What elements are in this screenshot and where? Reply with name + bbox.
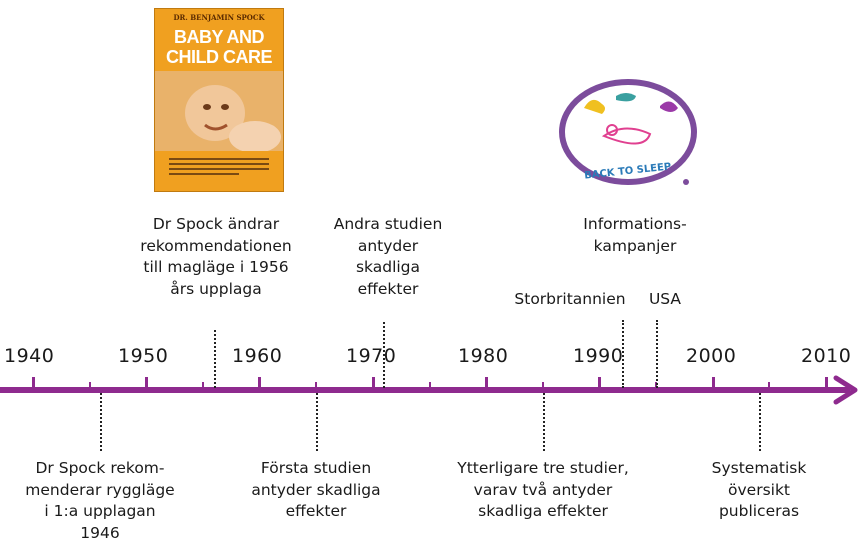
minor-tick-1975 xyxy=(429,382,431,389)
event-campaigns: Informations- kampanjer xyxy=(583,215,687,255)
year-label-1940: 1940 xyxy=(4,345,55,367)
event-spock-change: Dr Spock ändrar rekommendationen till ma… xyxy=(140,215,292,298)
tick-1940 xyxy=(32,377,35,393)
connector-usa xyxy=(656,320,658,388)
tick-1970 xyxy=(372,377,375,393)
tick-1980 xyxy=(485,377,488,393)
tick-2000 xyxy=(712,377,715,393)
event-second-study: Andra studien antyder skadliga effekter xyxy=(333,215,443,298)
minor-tick-1955 xyxy=(202,382,204,389)
year-label-2010: 2010 xyxy=(801,345,852,367)
spock-book-cover: DR. BENJAMIN SPOCK BABY AND CHILD CARE xyxy=(154,8,284,192)
connector-1956 xyxy=(214,330,216,388)
event-first-study: Första studien antyder skadliga effekter xyxy=(251,459,381,520)
tick-1960 xyxy=(258,377,261,393)
year-label-1970: 1970 xyxy=(346,345,397,367)
minor-tick-1945 xyxy=(89,382,91,389)
book-title-line1: BABY AND xyxy=(173,27,265,47)
connector-1946 xyxy=(100,393,102,451)
tick-1990 xyxy=(598,377,601,393)
timeline-arrowhead xyxy=(833,375,858,405)
year-label-1990: 1990 xyxy=(573,345,624,367)
connector-1971 xyxy=(383,322,385,388)
book-blurb-lines xyxy=(169,155,269,178)
event-spock-recommends: Dr Spock rekom- menderar ryggläge i 1:a … xyxy=(25,459,175,542)
tick-1950 xyxy=(145,377,148,393)
connector-2004 xyxy=(759,393,761,451)
year-label-1960: 1960 xyxy=(232,345,283,367)
tick-2010 xyxy=(825,377,828,393)
connector-1965 xyxy=(316,393,318,451)
year-label-1980: 1980 xyxy=(458,345,509,367)
book-title-line2: CHILD CARE xyxy=(166,47,273,67)
year-label-1950: 1950 xyxy=(118,345,169,367)
minor-tick-2005 xyxy=(768,382,770,389)
timeline-axis xyxy=(0,387,850,393)
back-to-sleep-logo: BACK TO SLEEP xyxy=(556,78,706,196)
event-three-studies: Ytterligare tre studier, varav två antyd… xyxy=(457,459,629,520)
baby-illustration xyxy=(155,71,283,151)
book-author: DR. BENJAMIN SPOCK xyxy=(173,13,265,22)
minor-tick-1965 xyxy=(315,382,317,389)
connector-1985 xyxy=(543,393,545,451)
event-review: Systematisk översikt publiceras xyxy=(711,459,807,520)
connector-uk xyxy=(622,320,624,388)
year-label-2000: 2000 xyxy=(686,345,737,367)
event-usa: USA xyxy=(648,290,682,308)
minor-tick-1985 xyxy=(542,382,544,389)
event-uk: Storbritannien xyxy=(514,290,626,308)
